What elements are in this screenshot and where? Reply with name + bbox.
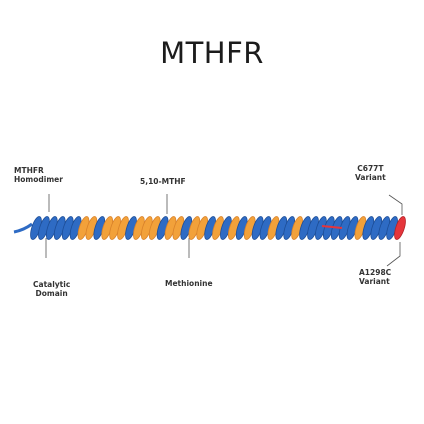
- a1298c-connector: [386, 242, 401, 267]
- methionine-label: Methionine: [165, 279, 213, 288]
- mthf-label: 5,10-MTHF: [140, 177, 186, 186]
- chain-tail: [13, 222, 33, 234]
- catalytic-label: Catalytic Domain: [33, 280, 70, 298]
- diagram-title: MTHFR: [160, 36, 264, 70]
- homodimer-label-line1: MTHFR: [14, 166, 44, 175]
- c677t-label-line1: C677T: [357, 164, 384, 173]
- chain-linker: [321, 225, 343, 229]
- a1298c-label: A1298C Variant: [359, 268, 391, 286]
- a1298c-label-line1: A1298C: [359, 268, 392, 277]
- label-connectors: [45, 194, 403, 267]
- catalytic-label-line1: Catalytic: [33, 280, 71, 289]
- c677t-connector: [388, 194, 403, 215]
- homodimer-label: MTHFR Homodimer: [14, 166, 63, 184]
- c677t-label: C677T Variant: [355, 164, 386, 182]
- helix-segment: [394, 216, 406, 240]
- helix-segments: [13, 216, 406, 240]
- c677t-label-line2: Variant: [355, 173, 386, 182]
- homodimer-label-line2: Homodimer: [14, 175, 63, 184]
- a1298c-label-line2: Variant: [359, 277, 390, 286]
- catalytic-label-line2: Domain: [35, 289, 68, 298]
